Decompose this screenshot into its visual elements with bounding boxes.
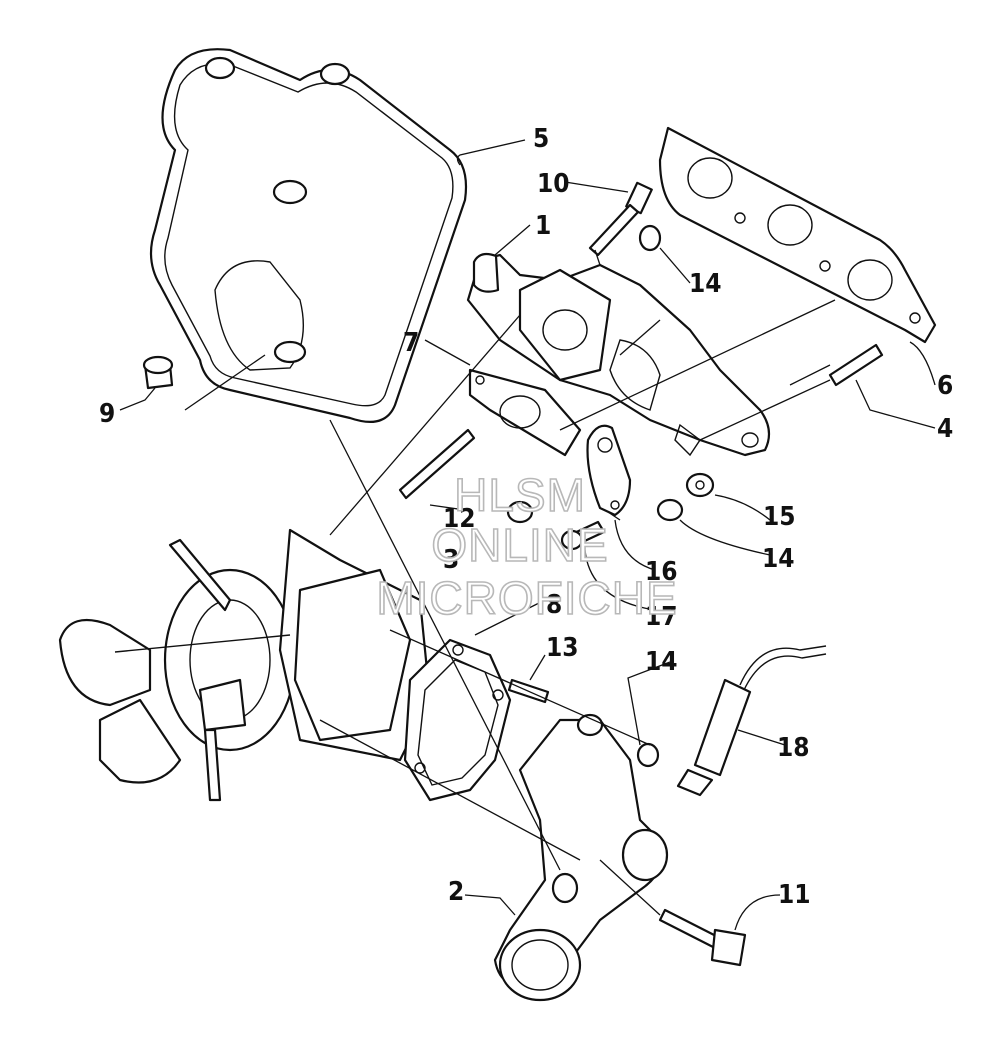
heat-shield-cover	[149, 48, 468, 423]
exhaust-elbow	[493, 713, 669, 1002]
callout-18: 18	[777, 733, 810, 763]
bolt-9	[142, 355, 174, 390]
callout-leaders	[119, 139, 936, 931]
callout-14-upper: 14	[689, 269, 722, 299]
turbocharger	[58, 528, 432, 802]
callout-4: 4	[937, 414, 953, 444]
callout-7: 7	[403, 328, 419, 358]
nut-14-middle	[656, 498, 684, 522]
turbo-outlet-gasket	[403, 638, 512, 802]
watermark-line-2: ONLINE	[431, 519, 609, 571]
stud-12	[398, 428, 476, 500]
bolt-17	[560, 520, 606, 551]
oxygen-sensor	[676, 645, 827, 797]
callout-12: 12	[443, 504, 476, 534]
exhaust-manifold-gasket	[658, 126, 937, 344]
callout-14-lower: 14	[645, 647, 678, 677]
exhaust-manifold	[466, 252, 771, 457]
manifold-outlet-gasket	[468, 368, 582, 457]
watermark-line-3: MICROFICHE	[376, 572, 678, 624]
stud-4	[828, 343, 884, 387]
callout-14-middle: 14	[762, 544, 795, 574]
assembly-lines	[184, 249, 836, 916]
callout-15: 15	[763, 502, 796, 532]
callout-2: 2	[448, 877, 464, 907]
callout-13: 13	[546, 633, 579, 663]
callout-1: 1	[535, 211, 551, 241]
bracket-plate	[586, 424, 632, 517]
callout-10: 10	[537, 169, 570, 199]
nut-14-upper	[638, 224, 662, 252]
callout-numbers: 1 2 3 4 5 6 7 8 9 10 11 12 13 14 14 14 1…	[99, 124, 953, 910]
bolt-10	[588, 181, 653, 257]
callout-8: 8	[546, 590, 562, 620]
nut-14-lower	[636, 742, 660, 768]
bolt-3	[506, 500, 534, 524]
callout-3: 3	[443, 545, 459, 575]
callout-5: 5	[533, 124, 549, 154]
callout-9: 9	[99, 399, 115, 429]
callout-6: 6	[937, 371, 953, 401]
callout-17: 17	[645, 602, 678, 632]
callout-11: 11	[778, 880, 811, 910]
bolt-11	[658, 908, 747, 967]
callout-16: 16	[645, 557, 678, 587]
watermark-line-1: HLSM	[453, 469, 586, 521]
washer-15	[685, 472, 715, 498]
